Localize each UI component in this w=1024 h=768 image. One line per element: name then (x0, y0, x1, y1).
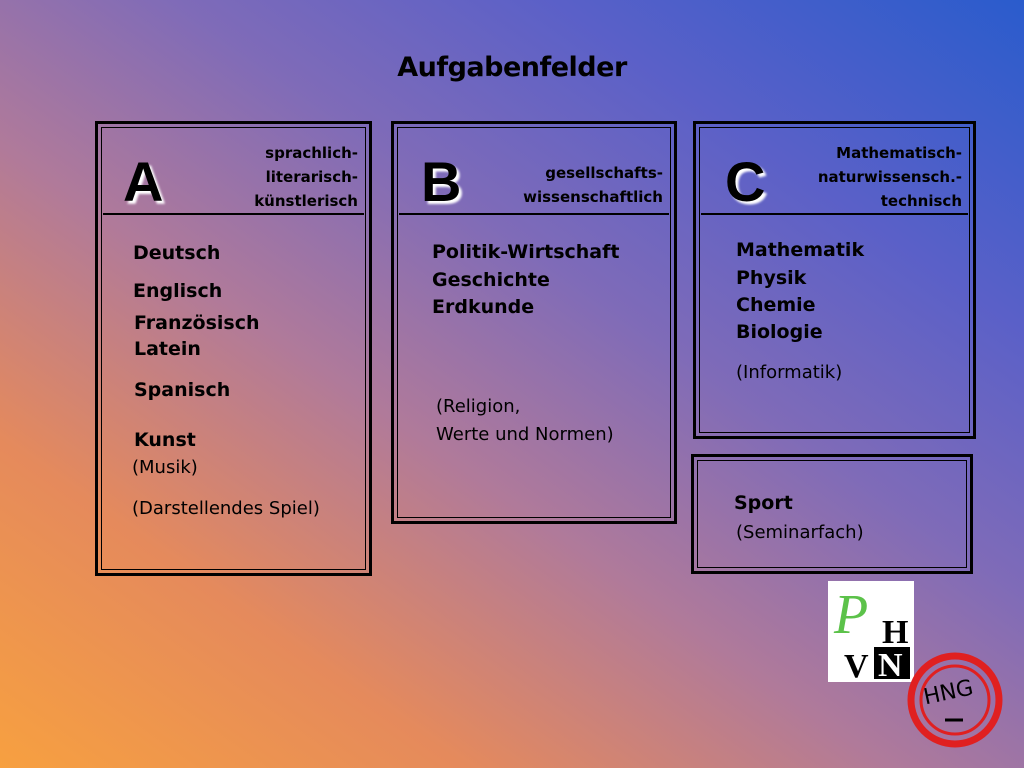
hng-logo: HNG (905, 650, 1005, 750)
subject-physik: Physik (736, 267, 807, 289)
hng-outer-ring (907, 652, 1003, 748)
phvn-n-block (874, 647, 910, 679)
field-a-box: A sprachlich- literarisch- künstlerisch … (95, 121, 372, 576)
field-b-box: B gesellschafts- wissenschaftlich Politi… (391, 121, 677, 524)
page-title: Aufgabenfelder (397, 52, 627, 83)
field-c-description: Mathematisch- naturwissensch.- technisch (817, 144, 962, 210)
optional-musik: (Musik) (132, 457, 198, 478)
optional-religion: (Religion, (436, 396, 521, 417)
extra-box: Sport (Seminarfach) (691, 454, 973, 574)
phvn-letter-v: V (844, 648, 869, 682)
field-a-header: A sprachlich- literarisch- künstlerisch (103, 129, 364, 215)
field-b-header: B gesellschafts- wissenschaftlich (399, 129, 669, 215)
optional-seminarfach: (Seminarfach) (736, 522, 864, 543)
subject-kunst: Kunst (134, 429, 196, 451)
subject-chemie: Chemie (736, 294, 816, 316)
subject-erdkunde: Erdkunde (432, 296, 535, 318)
hng-inner-ring (919, 664, 991, 736)
phvn-letter-h: H (882, 614, 908, 651)
subject-englisch: Englisch (133, 280, 223, 302)
subject-franzoesisch: Französisch (134, 312, 260, 334)
optional-informatik: (Informatik) (736, 362, 843, 383)
field-c-box: C Mathematisch- naturwissensch.- technis… (693, 121, 976, 439)
field-b-letter: B (421, 150, 462, 213)
subject-politik-wirtschaft: Politik-Wirtschaft (432, 241, 620, 263)
subject-biologie: Biologie (736, 321, 823, 343)
hng-logo-graphic: HNG (907, 652, 1003, 748)
phvn-logo-graphic: P H V N (833, 584, 910, 685)
subject-spanisch: Spanisch (134, 379, 231, 401)
field-c-letter: C (725, 150, 766, 213)
field-a-letter: A (123, 150, 164, 213)
field-c-header: C Mathematisch- naturwissensch.- technis… (701, 129, 968, 215)
field-a-description: sprachlich- literarisch- künstlerisch (254, 144, 358, 210)
subject-geschichte: Geschichte (432, 269, 550, 291)
subject-sport: Sport (734, 492, 793, 514)
phvn-letter-p: P (833, 584, 868, 646)
subject-mathematik: Mathematik (736, 239, 865, 261)
phvn-letter-n: N (878, 647, 903, 682)
hng-text: HNG (921, 675, 975, 710)
subject-deutsch: Deutsch (133, 242, 221, 264)
phvn-logo: P H V N (828, 581, 914, 685)
optional-werte-und-normen: Werte und Normen) (436, 424, 614, 445)
field-b-description: gesellschafts- wissenschaftlich (523, 164, 663, 206)
subject-latein: Latein (134, 338, 201, 360)
optional-darstellendes-spiel: (Darstellendes Spiel) (132, 498, 320, 519)
